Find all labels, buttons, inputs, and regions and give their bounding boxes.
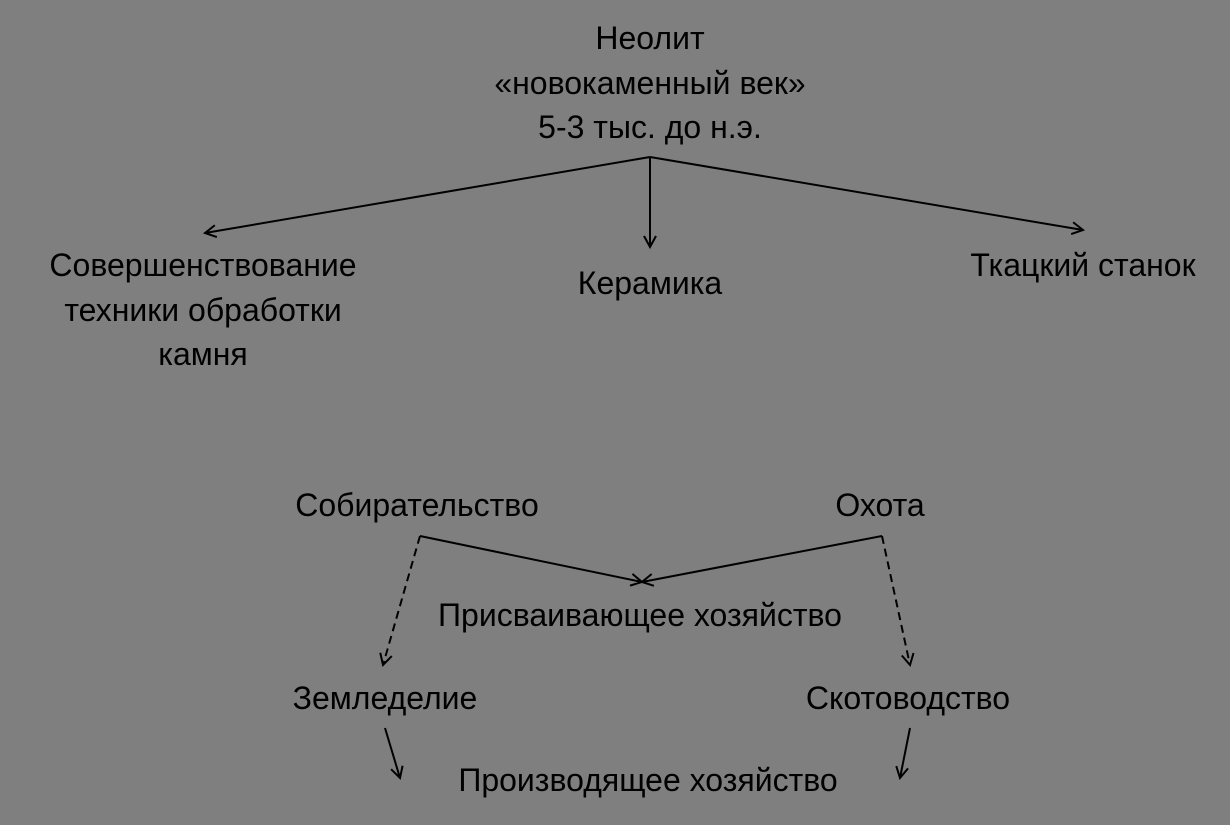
gathering-node: Собирательство <box>295 487 539 523</box>
stone-line-1: Совершенствование <box>49 247 357 283</box>
ceramics-node: Керамика <box>577 265 723 301</box>
arrow-gathering-to-appropriating <box>419 535 642 582</box>
stone-line-2: техники обработки <box>64 292 342 328</box>
root-title: Неолит <box>595 20 705 56</box>
arrow-cattle-to-producing <box>900 727 911 778</box>
agriculture-node: Земледелие <box>292 680 478 716</box>
arrow-to-loom <box>649 156 1083 230</box>
arrow-agriculture-to-producing <box>384 727 400 778</box>
arrow-to-stone <box>205 156 651 233</box>
cattle-node: Скотоводство <box>805 680 1011 716</box>
appropriating-node: Присваивающее хозяйство <box>438 597 842 633</box>
dashed-arrow-to-cattle <box>881 535 910 665</box>
loom-node: Ткацкий станок <box>970 247 1196 283</box>
dashed-arrow-to-agriculture <box>383 535 421 665</box>
arrow-hunting-to-appropriating <box>642 535 883 582</box>
root-dates: 5-3 тыс. до н.э. <box>538 109 762 145</box>
root-subtitle: «новокаменный век» <box>494 65 806 101</box>
producing-node: Производящее хозяйство <box>458 762 838 798</box>
stone-line-3: камня <box>158 336 248 372</box>
hunting-node: Охота <box>835 487 925 523</box>
